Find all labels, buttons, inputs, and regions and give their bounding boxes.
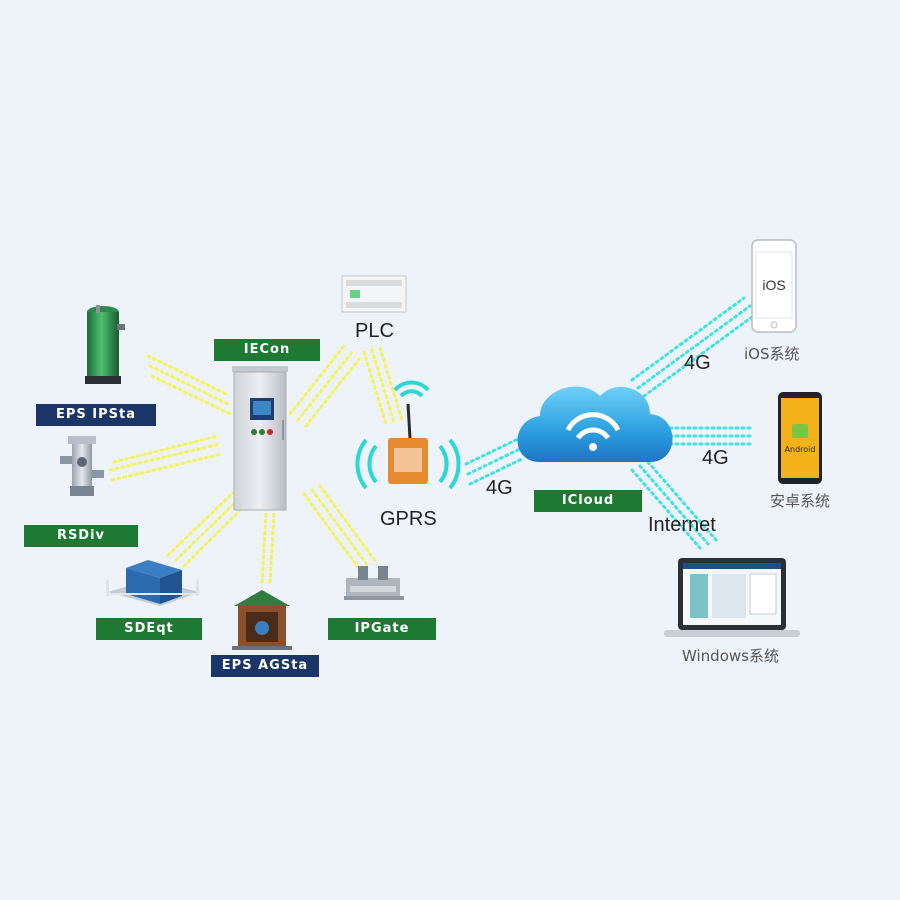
pump-station-tank-image <box>85 305 125 384</box>
link-cloud-to-ios <box>630 296 758 398</box>
tag-iecon: IECon <box>214 339 320 361</box>
tag-ipgate: IPGate <box>328 618 436 640</box>
android-phone-image: Android <box>778 392 822 484</box>
control-cabinet-image <box>232 366 288 511</box>
link-cloud-to-windows <box>630 460 718 550</box>
plc-module-image <box>341 275 407 313</box>
tag-eps-ipsta: EPS IPSta <box>36 404 156 426</box>
diverter-equipment-image <box>60 436 104 496</box>
label-android-system: 安卓系统 <box>770 492 831 510</box>
label-internet: Internet <box>648 514 716 536</box>
label-gprs: GPRS <box>380 508 437 530</box>
link-sdeqt-to-controller <box>166 490 248 568</box>
intake-gate-image <box>344 566 404 600</box>
tag-eps-agsta: EPS AGSta <box>211 655 319 677</box>
link-cloud-to-android <box>668 426 756 446</box>
connection-lines-yellow <box>108 344 404 584</box>
link-ipsta-to-controller <box>146 354 232 416</box>
connection-lines-cyan <box>464 296 758 550</box>
laptop-image <box>664 558 800 637</box>
tag-sdeqt: SDEqt <box>96 618 202 640</box>
tag-icloud: ICloud <box>534 490 642 512</box>
label-4g-gprs: 4G <box>486 477 513 499</box>
link-plc-to-gprs <box>362 346 404 426</box>
link-controller-to-plc <box>288 344 362 428</box>
link-rsdiv-to-controller <box>108 434 224 482</box>
label-plc: PLC <box>355 320 394 342</box>
android-screen-text: Android <box>785 445 816 454</box>
label-windows-system: Windows系统 <box>682 647 779 665</box>
link-agsta-to-controller <box>260 512 276 584</box>
label-4g-ios: 4G <box>684 352 711 374</box>
link-ipgate-to-controller <box>302 484 378 572</box>
link-gprs-to-cloud <box>464 436 526 486</box>
ios-screen-text: iOS <box>762 277 785 293</box>
gprs-module-image <box>355 380 461 490</box>
label-4g-android: 4G <box>702 447 729 469</box>
pump-house-image <box>232 590 292 650</box>
label-ios-system: iOS系统 <box>744 345 800 363</box>
cloud-icon <box>517 386 673 462</box>
tag-rsdiv: RSDiv <box>24 525 138 547</box>
iphone-image: iOS <box>751 239 797 333</box>
sewage-equipment-image <box>106 560 200 606</box>
